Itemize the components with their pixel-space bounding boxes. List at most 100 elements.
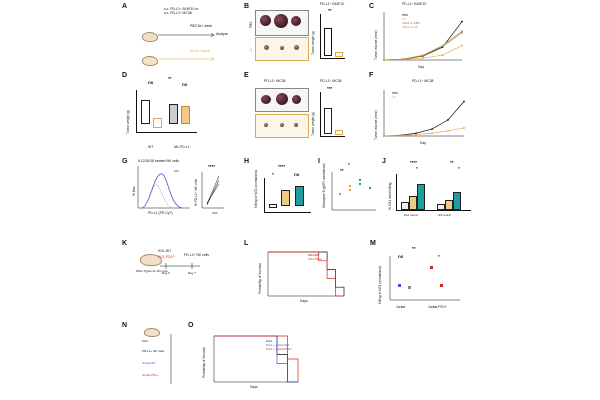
panel-k-pdl: PD-L1+ NK cells <box>184 253 209 257</box>
figure: A s.c. PD-L1⁺ B16F10 or s.c. PD-L1⁺ MC38… <box>112 0 488 400</box>
panel-o-ylabel: Probability of Survival <box>202 347 206 378</box>
tumor-photo-az <box>255 37 309 61</box>
panel-b-sig: ** <box>328 8 332 13</box>
panel-e-label: E <box>244 72 249 79</box>
data-point <box>447 130 449 132</box>
panel-m-g1: Jurkat <box>396 305 406 309</box>
bar-j-2 <box>409 196 417 210</box>
panel-a-line1: s.c. PD-L1⁺ B16F10 or <box>164 7 199 11</box>
panel-d-ylabel: Tumor weight (g) <box>126 110 130 134</box>
panel-c-legend-3: αNK1.1+PBS <box>402 21 420 25</box>
panel-k-timeline <box>160 263 200 269</box>
box-d-1 <box>141 100 150 124</box>
bar-j-3 <box>417 184 425 210</box>
panel-m-sig2: ns <box>398 254 404 259</box>
data-point <box>383 135 385 137</box>
panel-f-xlabel: Day <box>420 141 427 145</box>
panel-c-legend-1: PBS <box>402 13 409 17</box>
tumor-photo-pbs <box>255 10 309 36</box>
panel-j-ylabel: % KG1 serial killing <box>388 182 392 210</box>
panel-g-histogram <box>137 166 190 209</box>
mouse-icon <box>140 254 162 266</box>
data-point <box>422 54 424 57</box>
data-point <box>461 44 463 47</box>
panel-c-label: C <box>369 3 375 10</box>
panel-l-xlabel: Days <box>300 299 308 303</box>
panel-k-kg1wt: KG1-WT <box>158 249 172 253</box>
panel-d-label: D <box>122 72 128 79</box>
mouse-icon <box>144 328 160 337</box>
bar-j-6 <box>453 192 461 210</box>
panel-e-ylabel: Tumor weight (g) <box>311 112 315 136</box>
panel-j-axes <box>396 174 471 211</box>
panel-h-sig3: ns <box>294 172 300 177</box>
panel-a-pbs: PBS 5x / week <box>190 24 213 28</box>
data-point <box>461 20 463 23</box>
panel-g-title: IL12/15/18 treated NK cells <box>138 159 179 163</box>
panel-f-legend-2: AZ <box>392 95 396 99</box>
panel-k-label: K <box>122 240 128 247</box>
panel-c-chart <box>383 12 463 61</box>
panel-c-xlabel: Day <box>418 65 425 69</box>
data-point <box>415 133 417 136</box>
data-point <box>463 127 465 129</box>
data-point <box>422 57 424 59</box>
panel-k-mouse-text: NSG-Tg(Hu-IL-15) mice <box>136 269 168 273</box>
tumor-photo-mc38-pbs <box>255 88 309 112</box>
panel-e-axes <box>320 92 345 137</box>
panel-b-title: PD-L1⁺ B16F10 <box>320 2 345 6</box>
panel-a-arrows <box>158 32 215 62</box>
panel-f-ylabel: Tumor volume (mm³) <box>374 110 378 140</box>
panel-c-ylabel: Tumor volume (mm³) <box>374 30 378 60</box>
panel-n-jpd1: Jurkat PD1+ <box>142 373 159 377</box>
tumor-photo-mc38-az <box>255 114 309 138</box>
panel-l-label: L <box>244 240 249 247</box>
panel-b-ylabel: Tumor weight (g) <box>311 31 315 55</box>
box-e-pbs <box>324 108 332 134</box>
data-point <box>399 134 401 137</box>
row-label-az: AZ <box>249 47 253 52</box>
panel-m-ylabel: Killing of KG1 (normalized) <box>378 266 382 304</box>
series-line <box>383 101 465 137</box>
panel-e-sub: PD-L1⁺ MC38 <box>264 79 286 83</box>
box-d-2 <box>153 118 162 128</box>
panel-h-sig1: **** <box>278 164 286 169</box>
panel-a-label: A <box>122 3 128 10</box>
panel-h-label: H <box>244 158 250 165</box>
data-point <box>463 100 465 103</box>
panel-c-legend-4: αNK1.1+AZ <box>402 25 418 29</box>
box-h-2 <box>281 190 290 206</box>
panel-o-leg1: KG1 <box>266 339 273 343</box>
box-d-3 <box>169 104 178 124</box>
data-point <box>431 128 433 130</box>
panel-d-sig3: ns <box>182 82 188 87</box>
box-h-1 <box>269 204 277 208</box>
panel-g-paired <box>201 172 224 209</box>
panel-o-xlabel: Days <box>250 385 258 389</box>
box-az <box>335 52 343 57</box>
panel-m-dots <box>389 256 460 301</box>
panel-j-round2: 2nd round <box>404 213 418 217</box>
panel-j-sig1: **** <box>410 160 418 165</box>
panel-m-g2: Jurkat-PD1+ <box>428 305 447 309</box>
data-point <box>441 54 444 57</box>
panel-a-line2: s.c. PD-L1⁺ MC38 <box>164 11 192 15</box>
panel-n-pdl: PD-L1+ NK cells <box>142 349 165 353</box>
bar-j-4 <box>437 204 445 210</box>
bar-j-5 <box>445 200 453 210</box>
panel-g-label: G <box>122 158 128 165</box>
panel-f-legend-1: PBS <box>392 91 399 95</box>
data-point <box>402 58 405 60</box>
panel-i-label: I <box>318 158 320 165</box>
mouse-icon <box>142 56 158 66</box>
panel-g-x2: ±AK <box>212 211 218 215</box>
data-point <box>461 31 463 34</box>
panel-e-sig: *** <box>327 86 333 91</box>
panel-f-label: F <box>369 72 374 79</box>
data-point <box>383 59 385 61</box>
panel-g-sig: **** <box>208 164 216 169</box>
panel-i-sig1: * <box>348 162 350 167</box>
box-d-4 <box>181 106 190 124</box>
panel-l-leg1: KG1-WT <box>308 253 320 257</box>
